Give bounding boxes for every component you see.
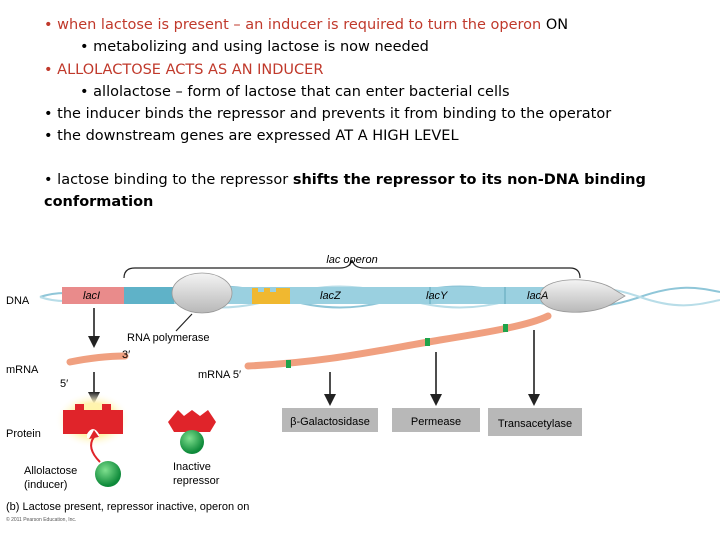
allolactose-label: Allolactose [24,465,77,477]
bullet-lactose-binding: • lactose binding to the repressor shift… [44,169,646,191]
operon-label-text: lac operon [326,254,377,266]
permease-label: Permease [411,416,461,428]
three-prime-text: 3′ [122,349,130,361]
gene-label-laca: lacA [527,290,548,302]
permease-box [392,408,480,432]
figure-caption: (b) Lactose present, repressor inactive,… [6,501,249,513]
operator-site [252,288,290,304]
bullet-allolactose-form: • allolactose – form of lactose that can… [80,84,510,100]
laci-mrna [66,352,129,366]
beta-gal-text: β-Galactosidase [290,416,370,428]
bullet-on-text: ON [545,17,569,33]
mrna-five-text: mRNA 5′ [198,369,241,381]
five-prime-label: 5′ [60,378,68,390]
bullet-metabolizing: • metabolizing and using lactose is now … [80,39,429,55]
allolactose-text: (inducer) [24,479,67,491]
gene-label-laci: lacI [83,290,100,302]
gene-label-text: lacZ [320,290,342,302]
repressor-protein [63,404,123,434]
arrow-head [528,394,540,406]
lac-mrna [244,312,552,370]
operon-brace [123,259,581,279]
gene-label-text: lacA [527,290,548,302]
mrna-label-text: mRNA [6,364,39,376]
inactive-text: Inactive [173,461,211,473]
three-prime-label: 3′ [122,349,130,361]
laci-gene-segment [62,287,124,304]
inactive-repressor-label: Inactive [173,461,211,473]
rna-polymerase-shape [539,279,626,313]
operon-label: lac operon [326,254,377,266]
arrow-head [88,336,100,348]
bullet-genes-expressed: • the downstream genes are expressed AT … [44,128,459,144]
bullet-text: • lactose binding to the repressor [44,172,293,188]
dna-label: DNA [6,295,30,307]
allolactose-text: Allolactose [24,465,77,477]
stop-codon-marker [503,324,508,332]
allolactose-label-2: (inducer) [24,479,67,491]
dna-label-text: DNA [6,295,30,307]
rna-polymerase-text: RNA polymerase [127,332,210,344]
gene-label-lacy: lacY [426,290,448,302]
protein-label-text: Protein [6,428,41,440]
bullet-lactose-present: • when lactose is present – an inducer i… [44,14,568,36]
beta-galactosidase-label: β-Galactosidase [290,416,370,428]
inactive-repressor-protein [168,410,216,432]
transacetylase-text: Transacetylase [498,418,572,430]
transacetylase-label: Transacetylase [498,418,572,430]
stop-codon-marker [425,338,430,346]
gene-label-text: lacY [426,290,448,302]
copyright-notice: © 2011 Pearson Education, Inc. [6,516,76,523]
inactive-text: repressor [173,475,220,487]
structural-genes-segment [174,287,579,304]
arrow-head [430,394,442,406]
bullet-bold-text: shifts the repressor to its non-DNA bind… [292,172,646,188]
allolactose-molecule [95,461,121,487]
mrna-label: mRNA [6,364,39,376]
caption-text: (b) Lactose present, repressor inactive,… [6,501,249,513]
mrna-five-prime-label: mRNA 5′ [198,369,241,381]
inactive-repressor-label-2: repressor [173,475,220,487]
transacetylase-box [488,408,582,436]
bullet-text: • when lactose is present – an inducer i… [44,17,546,33]
five-prime-text: 5′ [60,378,68,390]
promoter-segment [124,287,174,304]
gene-label-text: lacI [83,290,100,302]
rna-polymerase-label: RNA polymerase [127,332,210,344]
bullet-allolactose-inducer: • ALLOLACTOSE ACTS AS AN INDUCER [44,62,324,78]
bullet-inducer-binds: • the inducer binds the repressor and pr… [44,106,612,122]
rna-polymerase-pointer [175,313,193,332]
copyright-text: © 2011 Pearson Education, Inc. [6,516,76,523]
bound-allolactose [180,430,204,454]
arrow-head [89,430,99,439]
beta-galactosidase-box [282,408,378,432]
gene-label-lacz: lacZ [320,290,342,302]
permease-text: Permease [411,416,461,428]
rna-polymerase-shape [171,272,233,314]
protein-label: Protein [6,428,41,440]
arrow-head [324,394,336,406]
allolactose-binding-arrow [90,436,101,463]
stop-codon-marker [286,360,291,368]
bullet-conformation: conformation [44,194,154,210]
